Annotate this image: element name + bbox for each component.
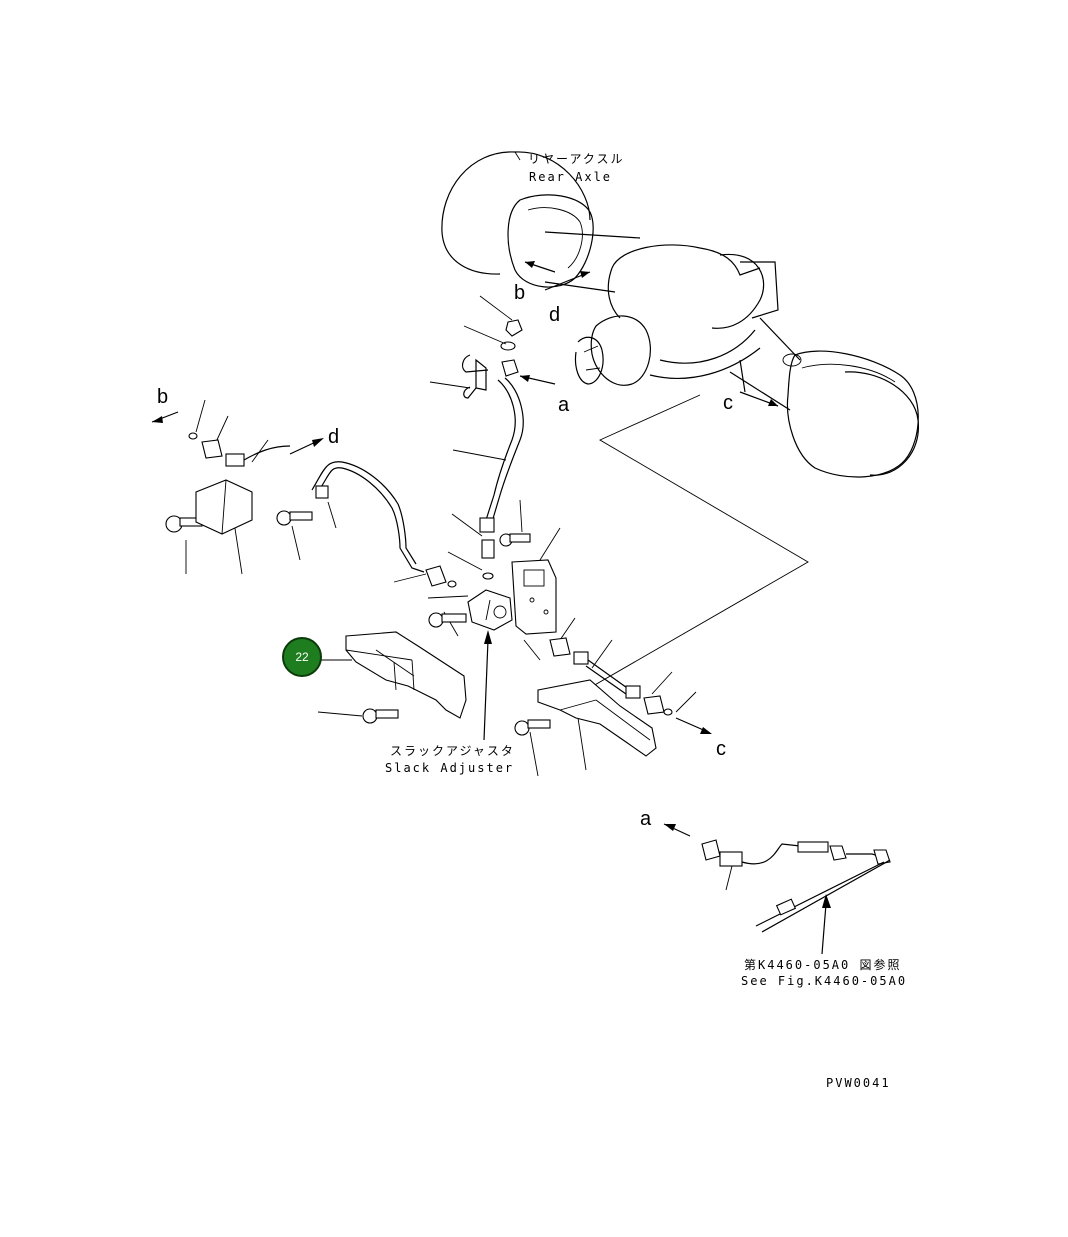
leader-lines — [185, 295, 697, 777]
connection-letter-a-bottom: a — [640, 808, 652, 830]
connection-letter-b-left: b — [157, 386, 169, 408]
connection-letter-a-axle: a — [558, 394, 570, 416]
slack-adjuster-label-jp: スラックアジャスタ — [390, 744, 515, 758]
part-callout-22[interactable]: 22 — [282, 637, 322, 677]
connection-letter-d-axle: d — [549, 304, 561, 326]
slack-adjuster-assembly — [165, 510, 557, 741]
rear-axle — [441, 151, 919, 478]
axle-arrows — [519, 261, 779, 407]
connection-letter-d-left: d — [328, 426, 340, 448]
callout-number: 22 — [295, 650, 309, 664]
connection-letter-b-axle: b — [514, 282, 526, 304]
drawing-code: PVW0041 — [826, 1076, 891, 1090]
rear-axle-leader — [514, 151, 521, 161]
left-pipe-assembly — [151, 411, 457, 588]
rear-axle-label-en: Rear Axle — [529, 170, 613, 184]
see-fig-label-jp: 第K4460-05A0 図参照 — [744, 958, 902, 972]
cover-bracket-22 — [345, 631, 467, 719]
routing-line — [559, 394, 809, 706]
connection-letter-c-right: c — [716, 738, 726, 760]
rear-axle-label-jp: リヤーアクスル — [528, 152, 625, 166]
brake-pipe-upper — [461, 319, 524, 580]
see-fig-assembly — [663, 823, 891, 955]
connection-letter-c-axle: c — [723, 392, 733, 414]
slack-adjuster-label-en: Slack Adjuster — [385, 761, 515, 775]
right-pipe-assembly — [537, 637, 712, 757]
see-fig-label-en: See Fig.K4460-05A0 — [741, 974, 908, 988]
